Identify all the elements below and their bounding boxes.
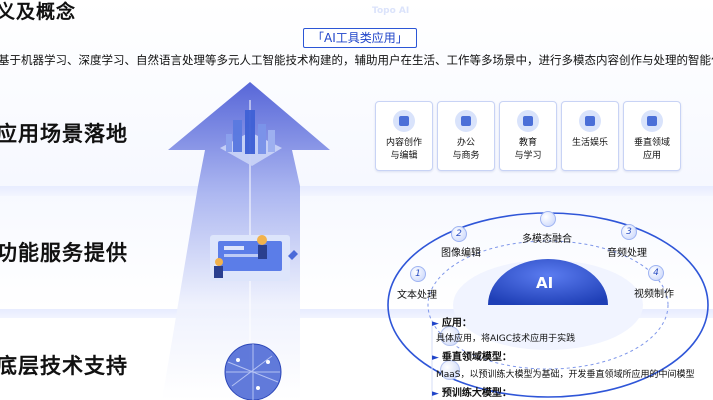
scene-card-office: 办公 与商务 <box>437 101 495 171</box>
ai-core-label: AI <box>536 274 554 292</box>
tech-item-pretrained-model: ►预训练大模型： <box>432 384 512 399</box>
scene-card-content: 内容创作 与编辑 <box>375 101 433 171</box>
section-title-tech: 底层技术支持 <box>0 354 128 378</box>
layers-icon <box>641 110 663 132</box>
section-title-scenes: 应用场景落地 <box>0 122 128 146</box>
tech-heading: 垂直领域模型： <box>441 352 512 363</box>
scene-label: 与学习 <box>514 151 542 161</box>
divider <box>0 186 713 196</box>
briefcase-icon <box>455 110 477 132</box>
service-illustration <box>210 235 298 281</box>
services-orbit <box>387 212 709 398</box>
tech-description: 具体应用，将AIGC技术应用于实践 <box>436 334 576 344</box>
scene-card-education: 教育 与学习 <box>499 101 557 171</box>
page-title: 义及概念 <box>0 1 77 23</box>
tech-heading: 应用： <box>441 318 472 329</box>
book-icon <box>517 110 539 132</box>
service-multimodal: 多模态融合 <box>522 234 572 245</box>
scene-label: 与编辑 <box>390 151 418 161</box>
service-video-production: 视频制作 <box>634 289 674 300</box>
tech-item-vertical-model: ►垂直领域模型： <box>432 348 512 363</box>
scene-card-vertical: 垂直领域 应用 <box>623 101 681 171</box>
decor-sphere <box>440 360 460 380</box>
step-number <box>540 211 556 227</box>
globe-illustration <box>224 343 282 400</box>
tech-heading: 预训练大模型： <box>441 388 512 399</box>
scene-label: 与商务 <box>452 151 480 161</box>
music-icon <box>579 110 601 132</box>
watermark-text: Topo AI <box>372 6 410 16</box>
tech-description: MaaS，以预训练大模型为基础，开发垂直领域所应用的中间模型 <box>436 370 695 380</box>
service-audio-processing: 音频处理 <box>607 248 647 259</box>
tech-item-application: ►应用： <box>432 314 472 329</box>
triangle-bullet-icon: ► <box>432 353 439 363</box>
divider <box>0 309 713 319</box>
triangle-bullet-icon: ► <box>432 389 439 399</box>
step-number: 4 <box>648 265 664 281</box>
section-title-services: 功能服务提供 <box>0 241 128 265</box>
step-number: 1 <box>410 266 426 282</box>
scene-label: 办公 <box>456 138 475 148</box>
scene-card-life: 生活娱乐 <box>561 101 619 171</box>
city-illustration <box>220 110 282 166</box>
scene-label: 应用 <box>642 151 661 161</box>
step-number: 2 <box>451 226 467 242</box>
category-label: 「AI工具类应用」 <box>303 28 417 48</box>
edit-icon <box>393 110 415 132</box>
decor-sphere <box>440 326 460 346</box>
scene-label: 教育 <box>518 138 537 148</box>
service-text-processing: 文本处理 <box>397 290 437 301</box>
triangle-bullet-icon: ► <box>432 319 439 329</box>
step-number: 3 <box>621 224 637 240</box>
scene-label: 内容创作 <box>385 138 422 148</box>
definition-text: 基于机器学习、深度学习、自然语言处理等多元人工智能技术构建的，辅助用户在生活、工… <box>0 53 713 67</box>
scene-label: 生活娱乐 <box>571 138 608 148</box>
service-image-editing: 图像编辑 <box>441 248 481 259</box>
scene-label: 垂直领域 <box>633 138 670 148</box>
